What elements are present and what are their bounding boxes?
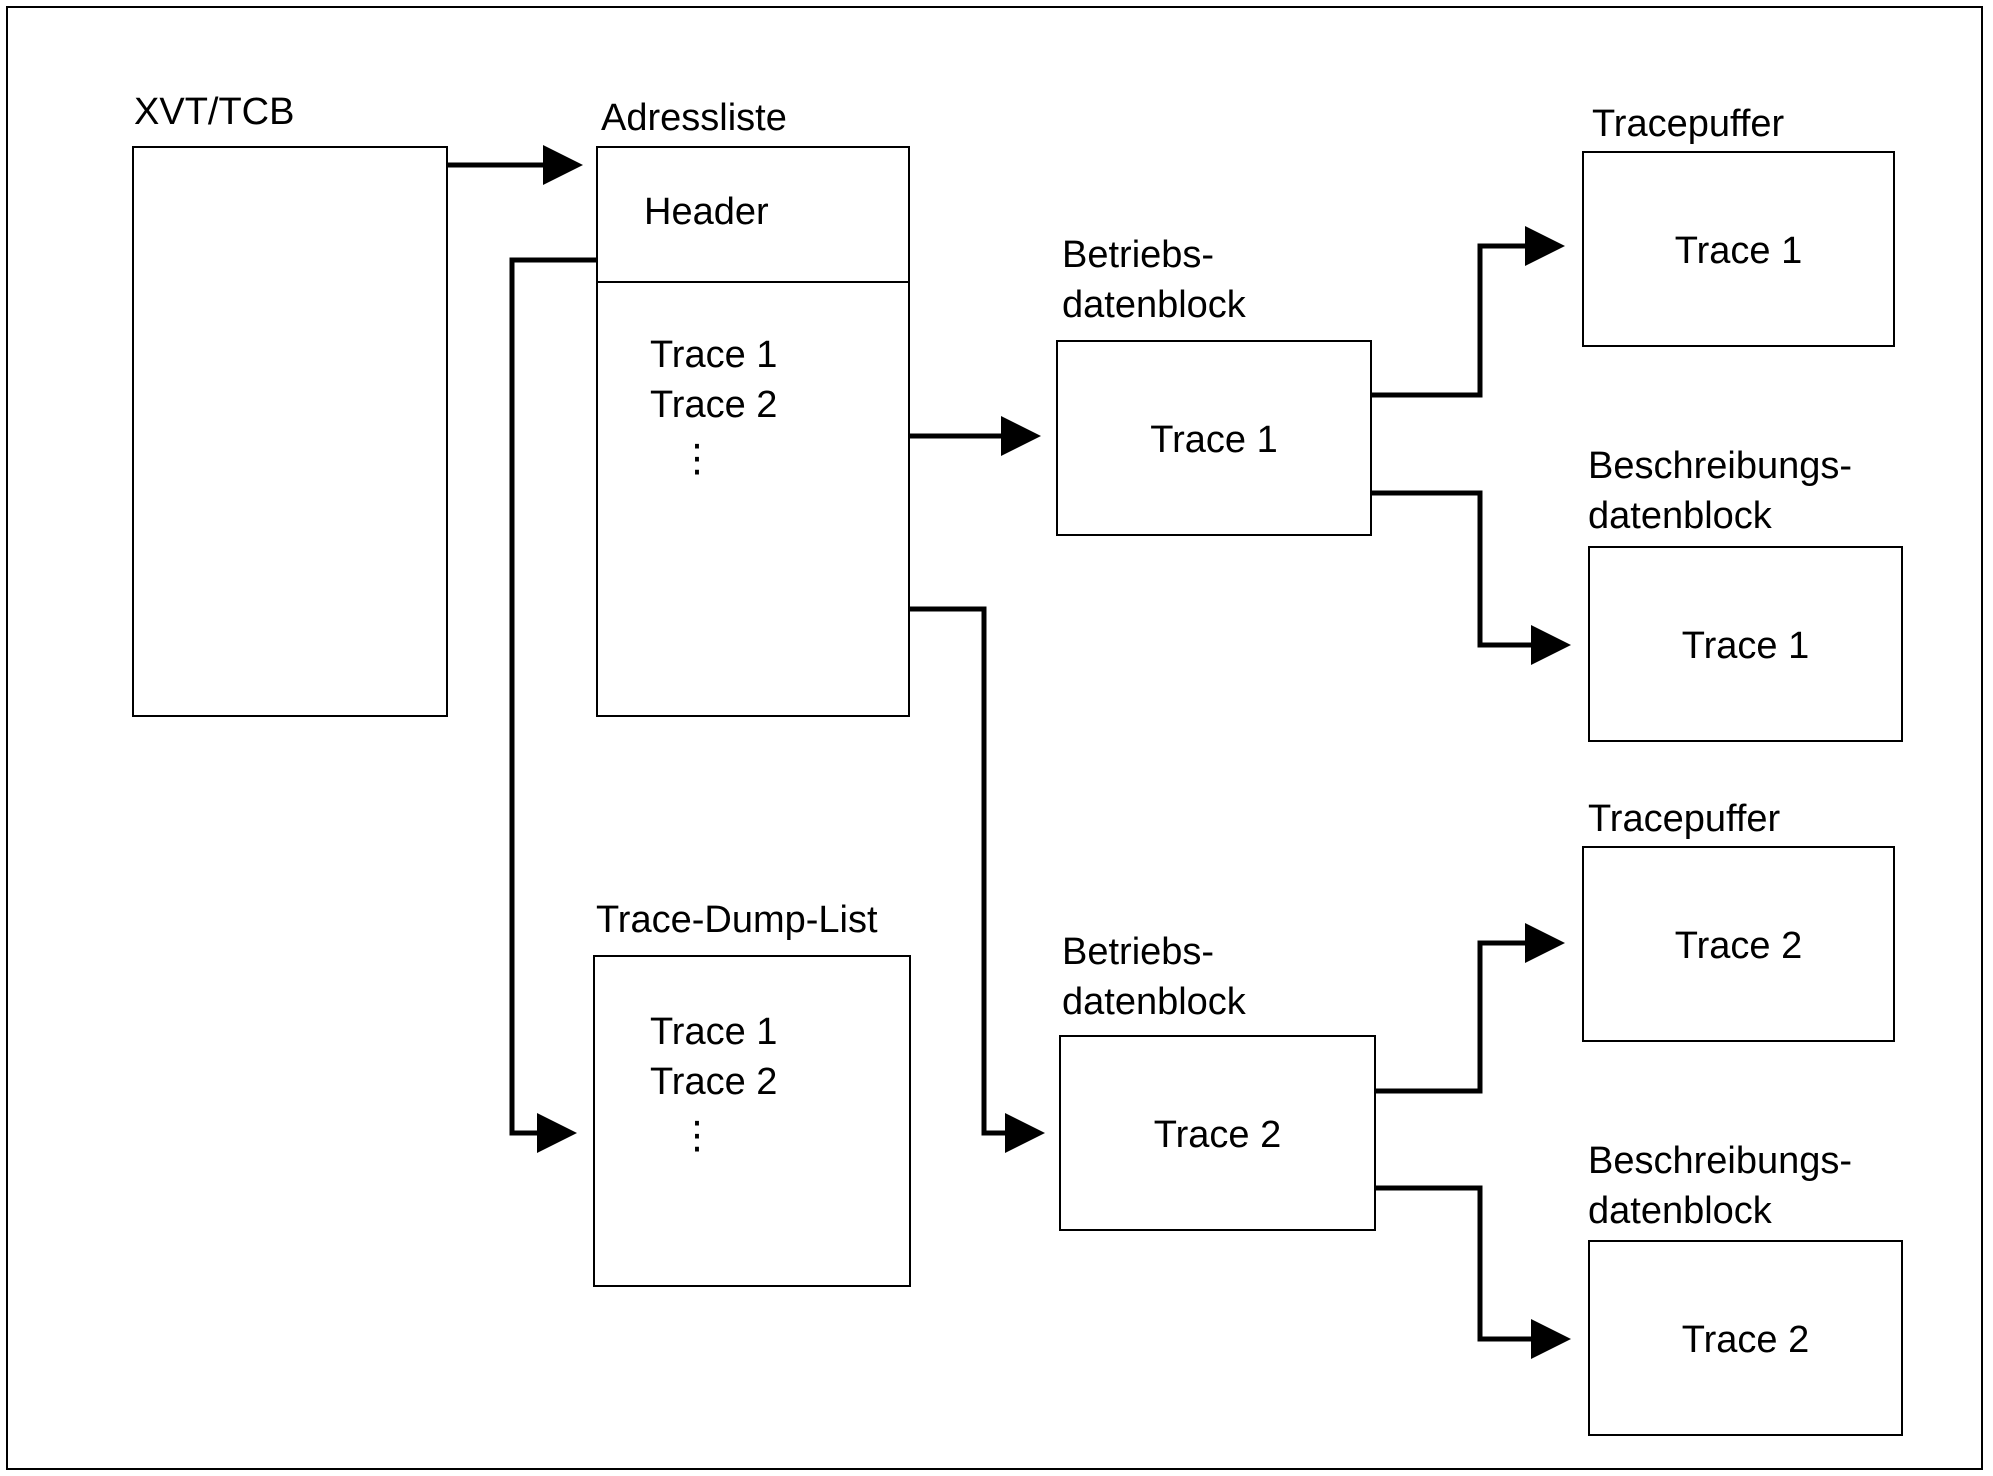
betrieb1-label: Betriebs- datenblock [1062,234,1246,326]
arrow-betrieb2-to-tracepuffer2 [1376,923,1565,1094]
tracepuffer2-content: Trace 2 [1674,925,1803,967]
tracepuffer1-box: Trace 1 [1582,151,1895,347]
tracepuffer2-box: Trace 2 [1582,846,1895,1042]
arrow-betrieb2-to-beschreibung2 [1376,1185,1571,1359]
xvt-label: XVT/TCB [134,91,295,133]
dumplist-box: Trace 1 Trace 2 ⋮ [593,955,911,1287]
ellipsis-vertical-icon: ⋮ [678,438,716,480]
arrow-betrieb1-to-tracepuffer1 [1372,226,1565,398]
arrow-adressliste-to-betrieb2 [910,606,1045,1153]
betrieb2-box: Trace 2 [1059,1035,1376,1231]
beschreibung2-box: Trace 2 [1588,1240,1903,1436]
list-item: Trace 2 [650,1061,778,1103]
xvt-box [132,146,448,717]
adressliste-box: Header Trace 1 Trace 2 ⋮ [596,146,910,717]
beschreibung1-box: Trace 1 [1588,546,1903,742]
dumplist-label: Trace-Dump-List [596,899,878,941]
adressliste-header-section: Header [598,148,908,283]
arrow-betrieb1-to-beschreibung1 [1372,490,1571,665]
betrieb2-label: Betriebs- datenblock [1062,931,1246,1023]
beschreibung2-content: Trace 2 [1681,1319,1810,1361]
betrieb2-content: Trace 2 [1153,1114,1282,1156]
tracepuffer2-label: Tracepuffer [1588,798,1781,840]
betrieb1-content: Trace 1 [1150,419,1278,461]
adressliste-header-text: Header [644,191,769,233]
list-item: Trace 1 [650,1011,778,1053]
diagram-frame [6,6,1983,1470]
arrow-header-to-dumplist [509,257,596,1153]
beschreibung2-label: Beschreibungs- datenblock [1588,1140,1853,1232]
ellipsis-vertical-icon: ⋮ [678,1115,716,1157]
list-item: Trace 1 [650,334,778,376]
beschreibung1-label: Beschreibungs- datenblock [1588,445,1853,537]
tracepuffer1-content: Trace 1 [1674,230,1803,272]
adressliste-label: Adressliste [601,97,787,139]
tracepuffer1-label: Tracepuffer [1592,103,1785,145]
betrieb1-box: Trace 1 [1056,340,1372,536]
list-item: Trace 2 [650,384,778,426]
dumplist-trace-list: Trace 1 Trace 2 ⋮ [650,1007,777,1155]
beschreibung1-content: Trace 1 [1681,625,1810,667]
adressliste-trace-list: Trace 1 Trace 2 ⋮ [650,330,777,478]
